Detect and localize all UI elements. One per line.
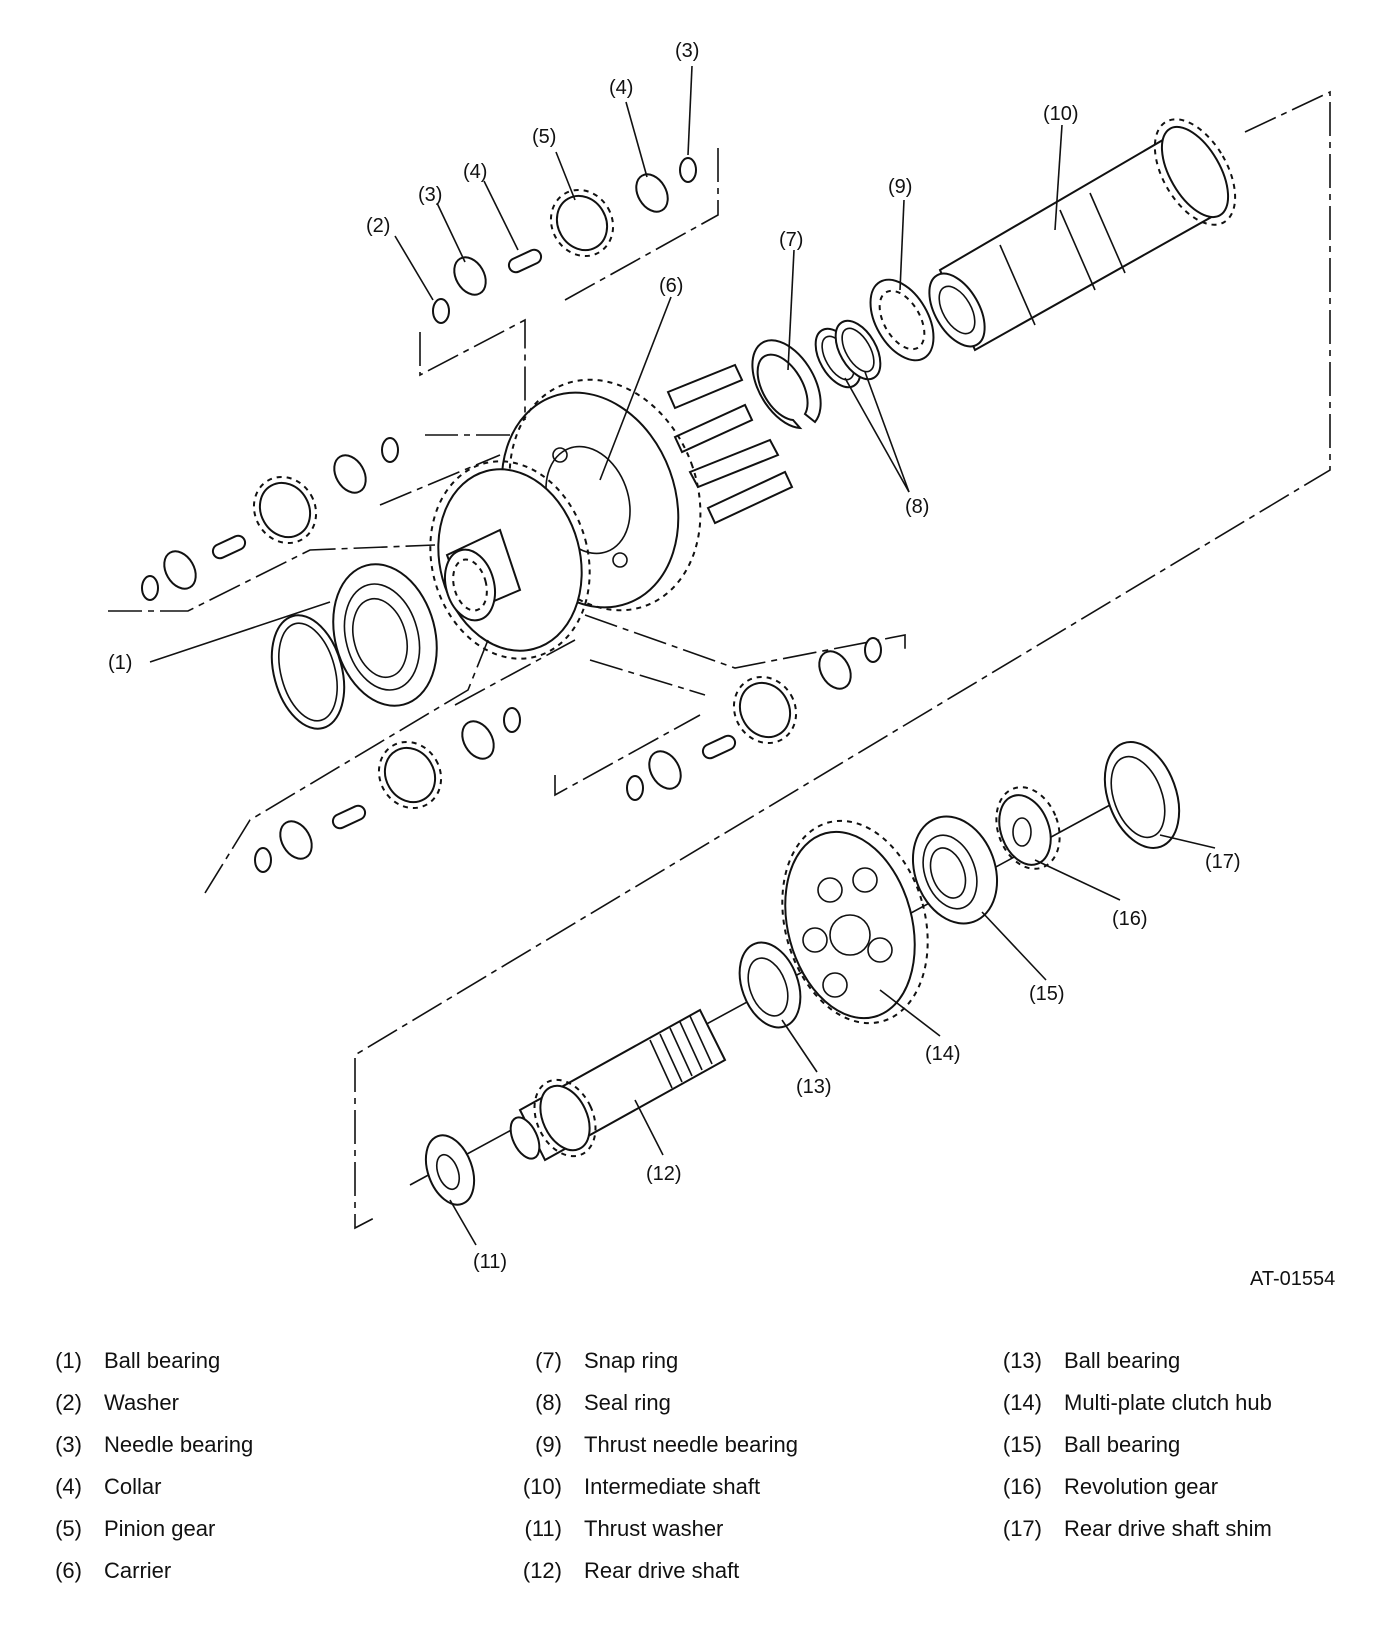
legend-item-label: Revolution gear (1064, 1474, 1219, 1499)
legend-item-label: Needle bearing (104, 1432, 254, 1457)
legend-item-label: Multi-plate clutch hub (1064, 1390, 1272, 1415)
callout-2: (2) (366, 215, 390, 237)
parts-legend: (1) Ball bearing (2) Washer (3) Needle bear… (0, 1348, 1392, 1618)
callout-3-right: (3) (675, 40, 699, 62)
legend-item-number: (9) (535, 1432, 562, 1457)
legend-item-number: (15) (1002, 1432, 1042, 1457)
callout-17: (17) (1205, 851, 1241, 873)
intermediate-shaft (928, 118, 1237, 352)
legend-item-number: (10) (522, 1474, 562, 1499)
callout-10: (10) (1043, 103, 1079, 125)
legend-item-number: (13) (1002, 1348, 1042, 1373)
legend-item: (4) Collar (55, 1474, 162, 1504)
legend-item-label: Pinion gear (104, 1516, 216, 1541)
legend-item: (1) Ball bearing (55, 1348, 221, 1378)
callout-11: (11) (473, 1251, 507, 1273)
legend-item: (14) Multi-plate clutch hub (1003, 1390, 1272, 1420)
legend-item-number: (4) (55, 1474, 82, 1499)
thrust-washer (424, 1134, 476, 1206)
ball-bearing-1 (270, 563, 438, 730)
thrust-needle-bearing (869, 278, 935, 362)
callout-8: (8) (905, 496, 929, 518)
ball-bearing-15 (911, 815, 999, 925)
callout-9: (9) (888, 176, 912, 198)
legend-item-number: (12) (522, 1558, 562, 1583)
pinion-group-lower-right (554, 614, 906, 801)
callout-13: (13) (796, 1076, 832, 1098)
callout-6: (6) (659, 275, 683, 297)
legend-item-label: Carrier (104, 1558, 172, 1583)
legend-item-number: (11) (524, 1516, 563, 1541)
legend-item-label: Thrust washer (584, 1516, 724, 1541)
rear-drive-shaft-shim (1103, 741, 1181, 849)
callout-15: (15) (1029, 983, 1065, 1005)
legend-item: (5) Pinion gear (55, 1516, 216, 1546)
legend-item-number: (1) (55, 1348, 82, 1373)
legend-item: (3) Needle bearing (55, 1432, 254, 1462)
snap-ring (751, 339, 822, 430)
legend-item-label: Thrust needle bearing (584, 1432, 799, 1457)
callout-3-left: (3) (418, 184, 442, 206)
assembly-outline-line (354, 90, 1331, 1230)
legend-item-number: (7) (535, 1348, 562, 1373)
callout-5: (5) (532, 126, 556, 148)
legend-item: (15) Ball bearing (1003, 1432, 1181, 1462)
legend-item-number: (8) (535, 1390, 562, 1415)
legend-item: (6) Carrier (55, 1558, 172, 1588)
legend-item-label: Collar (104, 1474, 162, 1499)
reference-code: AT-01554 (1250, 1268, 1336, 1290)
legend-item-label: Ball bearing (1064, 1348, 1181, 1373)
revolution-gear (995, 786, 1061, 870)
legend-item: (7) Snap ring (535, 1348, 679, 1378)
leader-lines (149, 65, 1216, 1246)
pinion-group-lower-left (204, 639, 576, 894)
callout-4-right: (4) (609, 77, 633, 99)
ball-bearing-13 (738, 941, 802, 1029)
legend-item: (9) Thrust needle bearing (535, 1432, 799, 1462)
pinion-group-left (108, 434, 510, 612)
legend-item: (13) Ball bearing (1003, 1348, 1181, 1378)
legend-item-label: Rear drive shaft shim (1064, 1516, 1272, 1541)
legend-item: (16) Revolution gear (1003, 1474, 1219, 1504)
seal-rings (814, 319, 882, 389)
legend-item-number: (16) (1002, 1474, 1042, 1499)
legend-item: (17) Rear drive shaft shim (1003, 1516, 1272, 1546)
legend-item-number: (3) (55, 1432, 82, 1457)
callout-16: (16) (1112, 908, 1148, 930)
callout-4-left: (4) (463, 161, 487, 183)
legend-item-number: (14) (1002, 1390, 1042, 1415)
legend-item-number: (6) (55, 1558, 82, 1583)
legend-item-label: Rear drive shaft (584, 1558, 740, 1583)
legend-item-label: Intermediate shaft (584, 1474, 761, 1499)
callout-7: (7) (779, 229, 803, 251)
rear-drive-shaft (509, 1008, 727, 1162)
exploded-view-diagram: (1) (2) (3) (3) (4) (4) (5) (6) (7) (8) … (108, 40, 1331, 1273)
callout-1: (1) (108, 652, 132, 674)
legend-item-label: Ball bearing (1064, 1432, 1181, 1457)
legend-item-label: Seal ring (584, 1390, 671, 1415)
callout-14: (14) (925, 1043, 961, 1065)
legend-item: (11) Thrust washer (525, 1516, 724, 1546)
legend-item-number: (17) (1002, 1516, 1042, 1541)
multi-plate-clutch-hub (781, 819, 929, 1025)
legend-item: (12) Rear drive shaft (523, 1558, 740, 1588)
legend-item-label: Ball bearing (104, 1348, 221, 1373)
ring-gear (429, 460, 591, 660)
carrier-pins (666, 363, 794, 525)
legend-item: (10) Intermediate shaft (523, 1474, 761, 1504)
callout-12: (12) (646, 1163, 682, 1185)
legend-item-number: (2) (55, 1390, 82, 1415)
legend-item: (8) Seal ring (535, 1390, 671, 1420)
legend-item: (2) Washer (55, 1390, 179, 1420)
pinion-group-top (419, 145, 719, 420)
legend-item-label: Snap ring (584, 1348, 679, 1373)
legend-item-number: (5) (55, 1516, 82, 1541)
legend-item-label: Washer (104, 1390, 179, 1415)
